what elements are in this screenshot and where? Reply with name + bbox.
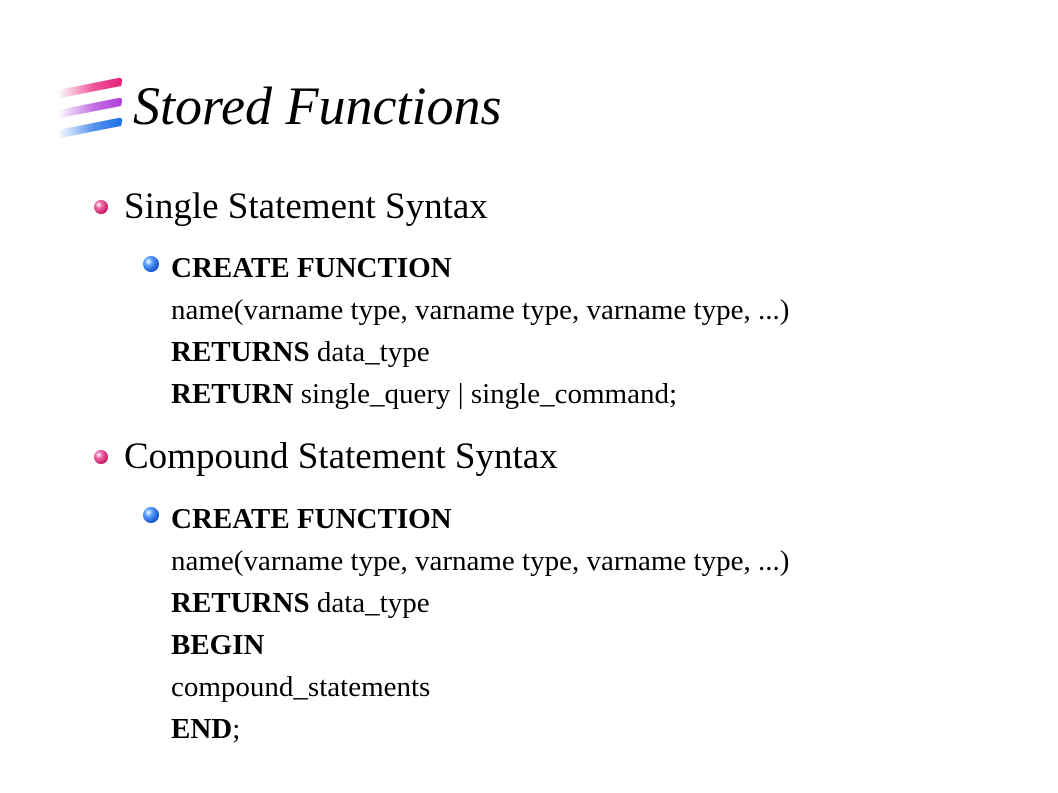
code-line: CREATE FUNCTION [171,247,789,289]
code-text: ; [232,713,241,745]
code-text: data_type [309,587,430,619]
code-keyword: CREATE FUNCTION [171,252,452,284]
pink-ball-bullet-icon [94,200,108,214]
bullet-label: Single Statement Syntax [124,186,488,227]
code-line: BEGIN [171,624,789,666]
code-text: data_type [309,336,430,368]
code-block: CREATE FUNCTION name(varname type, varna… [171,247,789,415]
code-text: name(varname type, varname type, varname… [171,545,790,577]
code-block: CREATE FUNCTION name(varname type, varna… [171,498,789,750]
code-line: END; [171,708,789,750]
code-keyword: BEGIN [171,629,265,661]
code-line: RETURN single_query | single_command; [171,373,789,415]
pink-ball-bullet-icon [94,450,108,464]
code-line: RETURNS data_type [171,331,789,373]
code-keyword: CREATE FUNCTION [171,503,452,535]
code-line: name(varname type, varname type, varname… [171,289,789,331]
code-keyword: RETURNS [171,587,310,619]
code-text: name(varname type, varname type, varname… [171,294,790,326]
code-keyword: RETURNS [171,336,310,368]
blue-ball-bullet-icon [143,256,159,272]
code-keyword: END [171,713,233,745]
bullet-label: Compound Statement Syntax [124,436,558,477]
code-line: CREATE FUNCTION [171,498,789,540]
code-text: compound_statements [171,671,431,703]
code-keyword: RETURN [171,378,294,410]
code-line: name(varname type, varname type, varname… [171,540,789,582]
code-text: single_query | single_command; [293,378,678,410]
blue-ball-bullet-icon [143,507,159,523]
code-line: RETURNS data_type [171,582,789,624]
slide-title: Stored Functions [133,76,502,136]
code-line: compound_statements [171,666,789,708]
striped-ribbon-icon [58,77,123,138]
